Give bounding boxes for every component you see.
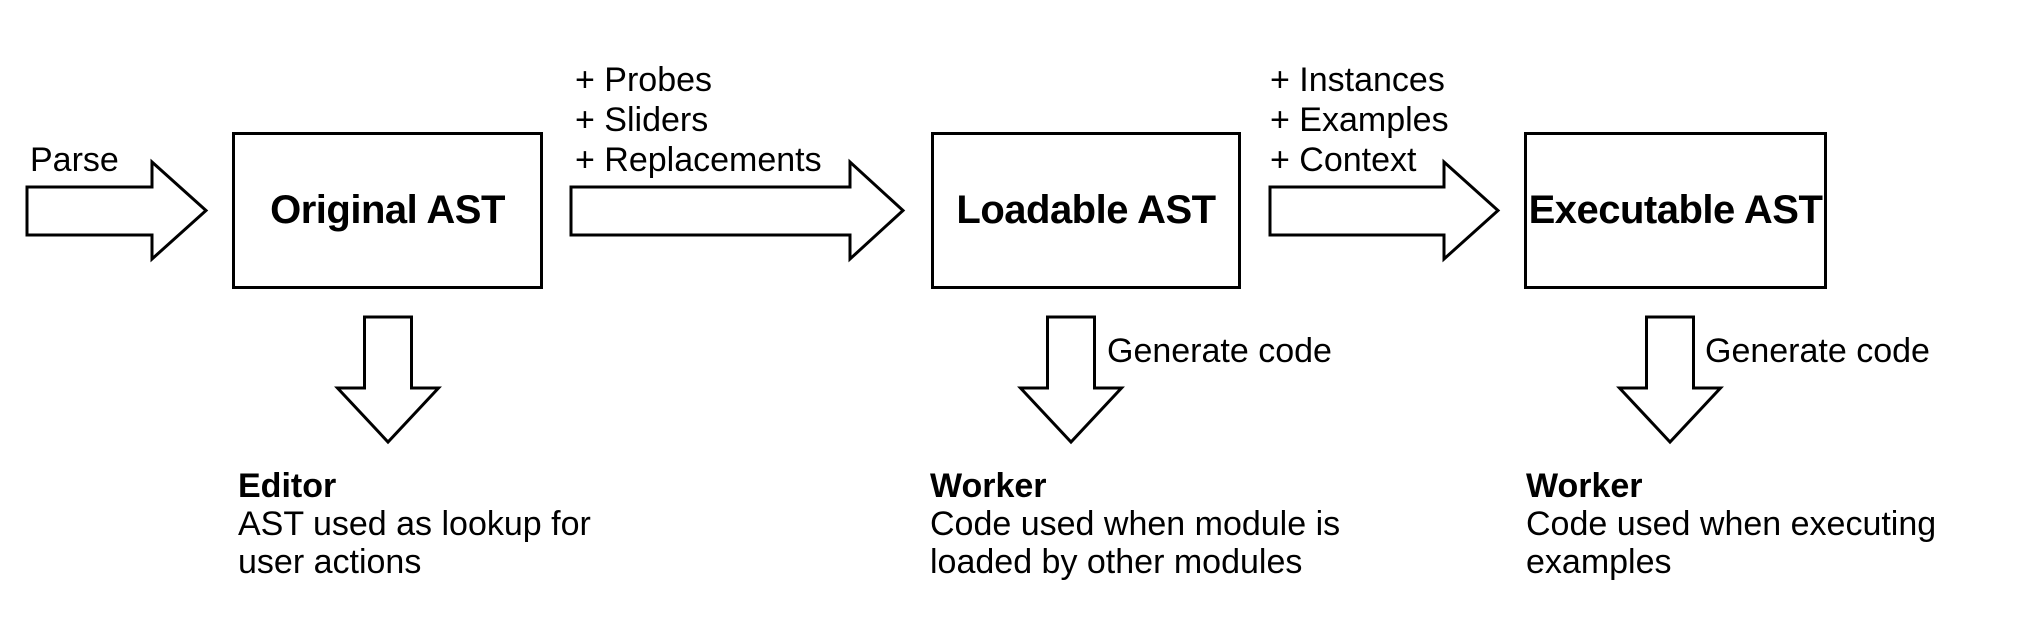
worker-load-output-block: Worker Code used when module is loaded b… <box>930 467 1340 581</box>
output-title: Worker <box>1526 467 1643 505</box>
output-line: AST used as lookup for <box>238 505 591 543</box>
loadable-ast-box: Loadable AST <box>931 132 1241 289</box>
transition-annotation-instances: + Instances + Examples + Context <box>1270 60 1449 180</box>
output-line: loaded by other modules <box>930 543 1303 581</box>
worker-exec-output-block: Worker Code used when executing examples <box>1526 467 1936 581</box>
worker-load-down-arrow-icon <box>1017 315 1125 445</box>
output-line: Code used when executing <box>1526 505 1937 543</box>
output-title: Editor <box>238 467 337 505</box>
editor-down-arrow-icon <box>334 315 442 445</box>
editor-output-block: Editor AST used as lookup for user actio… <box>238 467 591 581</box>
output-line: examples <box>1526 543 1672 581</box>
original-to-loadable-arrow-icon <box>569 158 906 263</box>
annotation-line: + Context <box>1270 141 1417 179</box>
annotation-line: + Sliders <box>575 101 709 139</box>
annotation-line: + Replacements <box>575 141 822 179</box>
worker-exec-down-arrow-icon <box>1616 315 1724 445</box>
box-label: Loadable AST <box>956 188 1216 232</box>
executable-ast-box: Executable AST <box>1524 132 1827 289</box>
annotation-line: + Instances <box>1270 61 1445 99</box>
output-title: Worker <box>930 467 1047 505</box>
original-ast-box: Original AST <box>232 132 543 289</box>
output-line: Code used when module is <box>930 505 1341 543</box>
parse-arrow-label: Parse <box>30 141 119 179</box>
generate-code-label: Generate code <box>1705 332 1930 370</box>
loadable-to-executable-arrow-icon <box>1268 158 1501 263</box>
annotation-line: + Probes <box>575 61 713 99</box>
generate-code-label: Generate code <box>1107 332 1332 370</box>
transition-annotation-probes: + Probes + Sliders + Replacements <box>575 60 822 180</box>
parse-arrow-icon <box>25 158 209 263</box>
output-line: user actions <box>238 543 422 581</box>
box-label: Original AST <box>270 188 505 232</box>
box-label: Executable AST <box>1528 188 1823 232</box>
annotation-line: + Examples <box>1270 101 1449 139</box>
